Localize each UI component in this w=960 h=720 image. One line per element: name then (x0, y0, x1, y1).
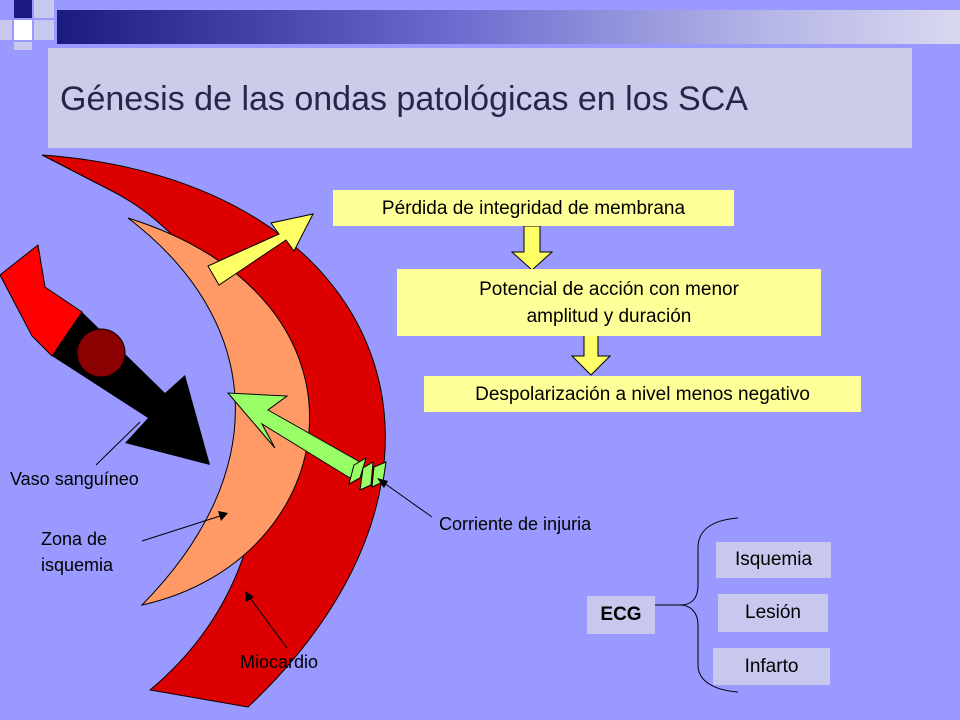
membrane-arrow (207, 213, 314, 286)
ecg-item-infarction: Infarto (713, 648, 830, 685)
ecg-label: ECG (600, 604, 642, 625)
ischemia-zone-label-line1: Zona de (41, 529, 108, 549)
ecg-item-ischemia: Isquemia (716, 542, 831, 578)
vessel-leader-line (95, 421, 141, 466)
ecg-bracket (655, 517, 739, 693)
header-gradient-bar (57, 10, 960, 44)
depolarization-box: Despolarización a nivel menos negativo (424, 376, 861, 412)
corner-square-light (14, 42, 32, 50)
action-potential-box: Potencial de acción con menor amplitud y… (397, 269, 821, 336)
title-panel (48, 48, 912, 148)
corner-square-light (34, 20, 54, 40)
ecg-item-ischemia-label: Isquemia (734, 549, 813, 570)
blood-vessel-arrow (0, 244, 210, 465)
ischemia-zone-shape (127, 217, 310, 606)
ischemia-zone-label: Zona de isquemia (41, 526, 113, 578)
blood-vessel-label: Vaso sanguíneo (10, 469, 139, 489)
corner-square-dark (14, 0, 32, 18)
myocardium-shape (41, 154, 386, 708)
ischemia-zone-label-line2: isquemia (41, 555, 114, 575)
corner-square-light (34, 0, 54, 18)
injury-current-label: Corriente de injuria (439, 514, 592, 534)
membrane-integrity-box: Pérdida de integridad de membrana (333, 190, 734, 226)
slide-title: Génesis de las ondas patológicas en los … (60, 80, 748, 118)
myocardium-label: Miocardio (240, 652, 319, 672)
ecg-item-lesion-label: Lesión (745, 602, 801, 623)
membrane-integrity-text: Pérdida de integridad de membrana (381, 197, 686, 219)
ecg-item-lesion: Lesión (718, 594, 828, 632)
injury-leader-arrow (377, 478, 433, 518)
down-arrow-2 (570, 334, 612, 376)
corner-square-light (0, 20, 12, 40)
depolarization-text: Despolarización a nivel menos negativo (475, 383, 810, 405)
down-arrow-1 (510, 225, 554, 271)
ecg-box: ECG (587, 596, 655, 634)
action-potential-text-1: Potencial de acción con menor (479, 278, 739, 300)
corner-square-light (14, 20, 32, 40)
ecg-item-infarction-label: Infarto (744, 655, 799, 677)
myocardium-leader-arrow (245, 591, 288, 649)
action-potential-text-2: amplitud y duración (526, 305, 692, 327)
ischemia-leader-arrow (141, 511, 228, 542)
